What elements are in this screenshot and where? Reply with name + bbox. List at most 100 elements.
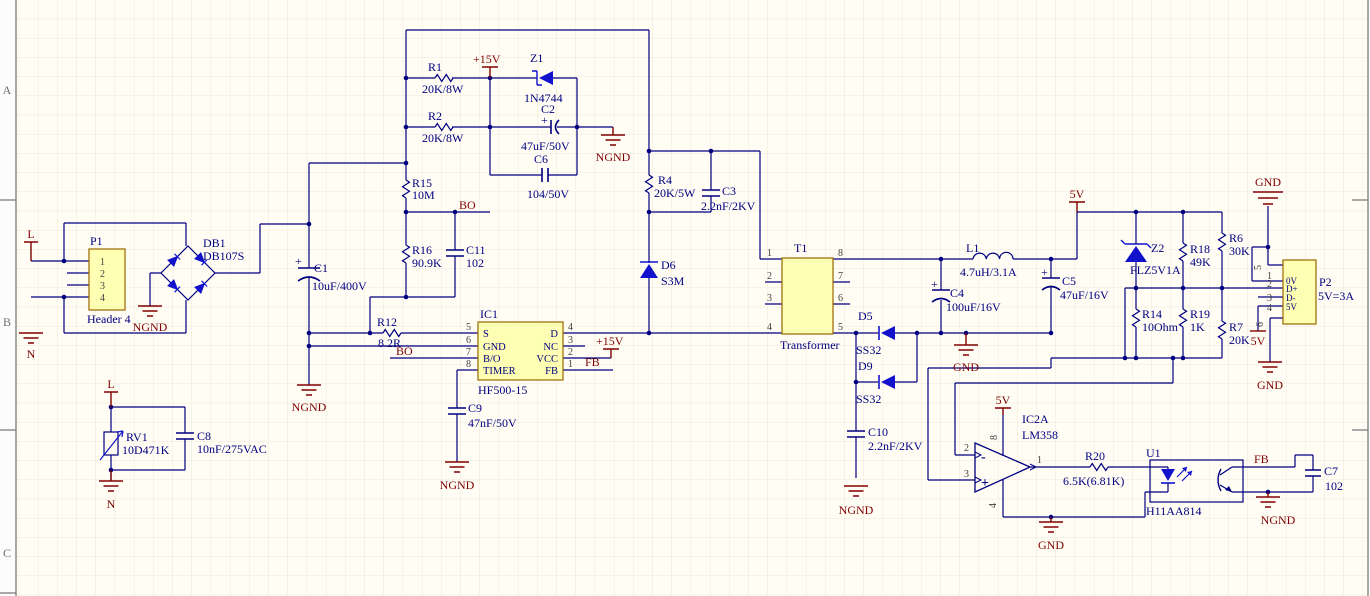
component-r19[interactable]: R19 1K xyxy=(1178,307,1211,334)
component-t1[interactable]: T1 Transformer 1 2 3 4 8 7 6 5 xyxy=(767,241,843,352)
component-r1[interactable]: R1 20K/8W xyxy=(422,60,464,96)
component-l1[interactable]: L1 4.7uH/3.1A xyxy=(960,241,1017,279)
ground-label: GND xyxy=(1255,175,1281,189)
power-port-l-rv1[interactable]: L xyxy=(104,377,118,407)
component-db1[interactable]: DB1 DB107S xyxy=(160,236,244,301)
component-z2[interactable]: Z2 FLZ5V1A xyxy=(1120,239,1181,277)
ic2a-pin-num: 4 xyxy=(988,503,999,508)
ground-label: GND xyxy=(1038,538,1064,552)
component-c9[interactable]: C9 47nF/50V xyxy=(448,401,517,430)
power-port-15v-ic1[interactable]: +15V xyxy=(596,334,624,358)
l1-val: 4.7uH/3.1A xyxy=(960,265,1017,279)
component-z1[interactable]: Z1 1N4744 xyxy=(524,51,563,105)
r1-val: 20K/8W xyxy=(422,82,464,96)
component-ic2a[interactable]: - + IC2A LM358 2 3 1 8 4 xyxy=(964,412,1058,508)
power-port-5v-opamp[interactable]: 5V xyxy=(995,393,1011,415)
component-c1[interactable]: + C1 10uF/400V xyxy=(295,254,367,293)
r19-val: 1K xyxy=(1190,320,1205,334)
p2-row-label: D- xyxy=(1286,293,1296,303)
component-rv1[interactable]: RV1 10D471K xyxy=(99,430,170,461)
component-u1[interactable]: U1 H11AA814 xyxy=(1146,446,1244,518)
p2-pin-num: 4 xyxy=(1267,303,1272,314)
component-ic1[interactable]: IC1 HF500-15 S GND B/O TIMER D NC VCC FB… xyxy=(466,307,573,397)
component-r2[interactable]: R2 20K/8W xyxy=(422,109,464,145)
l1-ref: L1 xyxy=(966,241,979,255)
ground-gnd-p2-top[interactable]: GND xyxy=(1253,175,1283,205)
t1-val: Transformer xyxy=(780,338,840,352)
ic2a-plus: + xyxy=(981,476,989,491)
component-d9[interactable]: D9 SS32 xyxy=(856,359,895,406)
power-port-5v-p2[interactable]: 5V xyxy=(1250,330,1266,348)
d6-val: S3M xyxy=(661,274,685,288)
component-r12[interactable]: R12 8.2R xyxy=(377,315,402,350)
component-r6[interactable]: R6 30K xyxy=(1217,231,1251,258)
ground-ngnd-db1[interactable]: NGND xyxy=(133,305,168,334)
component-c4[interactable]: + C4 100uF/16V xyxy=(931,277,1001,314)
net-label-fb-2[interactable]: FB xyxy=(1254,452,1269,466)
z1-ref: Z1 xyxy=(530,51,543,65)
component-c2[interactable]: + C2 47uF/50V xyxy=(521,102,570,153)
ground-ngnd-c2[interactable]: NGND xyxy=(596,127,631,164)
db1-ref: DB1 xyxy=(203,236,226,250)
r16-val: 90.9K xyxy=(412,256,442,270)
power-port-l-ac[interactable]: L xyxy=(24,227,38,261)
component-r15[interactable]: R15 10M xyxy=(401,176,436,202)
component-c5[interactable]: + C5 47uF/16V xyxy=(1041,265,1109,302)
component-c11[interactable]: C11 102 xyxy=(446,243,486,270)
ground-n-rv1[interactable]: N xyxy=(98,470,124,511)
component-p2[interactable]: P2 5V=3A 0V D+ D- 5V 5 1 2 3 4 6 xyxy=(1253,259,1354,327)
ground-gnd-p2-bottom[interactable]: GND xyxy=(1257,361,1283,392)
component-r20[interactable]: R20 6.5K(6.81K) xyxy=(1063,449,1124,488)
ground-ngnd-c7[interactable]: NGND xyxy=(1255,492,1296,527)
component-d5[interactable]: D5 SS32 xyxy=(856,309,895,357)
c2-plus: + xyxy=(541,113,548,127)
net-label-bo-2[interactable]: BO xyxy=(396,344,413,358)
ic1-pin-num: 2 xyxy=(568,347,573,358)
t1-pin-num: 1 xyxy=(767,248,772,259)
r12-ref: R12 xyxy=(377,315,397,329)
ic1-pin-name: S xyxy=(483,329,489,340)
ic1-pin-name: B/O xyxy=(483,354,501,365)
component-c3[interactable]: C3 2.2nF/2KV xyxy=(701,184,756,213)
r20-val: 6.5K(6.81K) xyxy=(1063,474,1124,488)
power-port-5v-rail[interactable]: 5V xyxy=(1069,187,1085,212)
ground-gnd-secondary[interactable]: GND xyxy=(953,333,979,374)
component-c7[interactable]: C7 102 xyxy=(1305,464,1343,493)
component-r7[interactable]: R7 20K xyxy=(1217,320,1251,347)
net-label-fb-1[interactable]: FB xyxy=(585,355,600,369)
ground-ngnd-c10[interactable]: NGND xyxy=(839,485,874,517)
c1-ref: C1 xyxy=(314,261,328,275)
component-r18[interactable]: R18 49K xyxy=(1178,242,1212,269)
c3-ref: C3 xyxy=(722,184,736,198)
component-p1[interactable]: P1 1 2 3 4 Header 4 xyxy=(87,234,131,326)
ic2a-pin-num: 3 xyxy=(964,469,969,480)
net-label-bo-1[interactable]: BO xyxy=(459,198,476,212)
r20-ref: R20 xyxy=(1085,449,1105,463)
component-r14[interactable]: R14 10Ohm xyxy=(1131,307,1179,334)
component-c8[interactable]: C8 10nF/275VAC xyxy=(176,429,267,456)
p2-pin-num: 6 xyxy=(1255,322,1266,327)
c6-ref: C6 xyxy=(534,152,548,166)
component-r4[interactable]: R4 20K/5W xyxy=(644,173,697,200)
ground-ngnd-c9[interactable]: NGND xyxy=(440,461,475,492)
p2-pin-num: 5 xyxy=(1253,265,1264,270)
power-port-15v-top[interactable]: +15V xyxy=(473,52,501,78)
component-c10[interactable]: C10 2.2nF/2KV xyxy=(847,425,923,453)
component-r16[interactable]: R16 90.9K xyxy=(401,243,443,270)
component-d6[interactable]: D6 S3M xyxy=(640,258,685,288)
ic1-pin-name: D xyxy=(550,329,558,340)
t1-pin-num: 8 xyxy=(838,248,843,259)
ground-n-p1[interactable]: N xyxy=(18,332,44,361)
p1-val: Header 4 xyxy=(87,312,131,326)
ic2a-val: LM358 xyxy=(1022,428,1058,442)
ground-ngnd-main[interactable]: NGND xyxy=(292,384,327,414)
component-c6[interactable]: C6 104/50V xyxy=(527,152,569,201)
ground-gnd-opamp[interactable]: GND xyxy=(1038,517,1064,552)
ic2a-pin-num: 8 xyxy=(989,435,1000,440)
rv1-ref: RV1 xyxy=(126,430,148,444)
r1-ref: R1 xyxy=(428,60,442,74)
p1-pin: 3 xyxy=(100,281,105,292)
c9-val: 47nF/50V xyxy=(468,416,517,430)
r7-ref: R7 xyxy=(1229,320,1243,334)
